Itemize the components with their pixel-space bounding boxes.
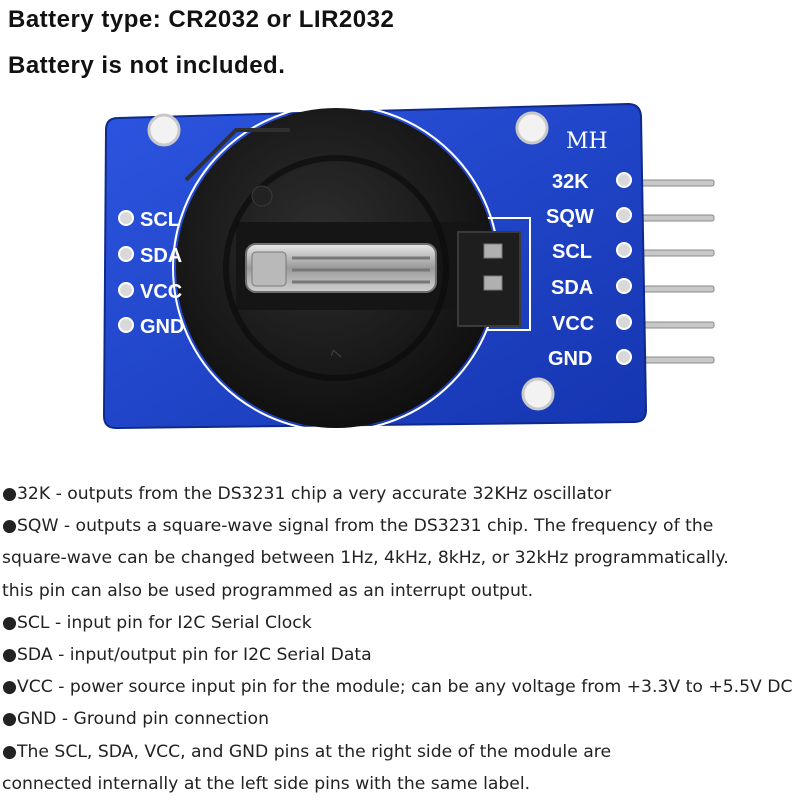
right-pin-label: SDA [551,277,593,299]
battery-note-heading: Battery is not included. [8,52,286,79]
left-pin-label: VCC [140,281,182,303]
description-line: ●GND - Ground pin connection [2,709,269,730]
description-line: ●VCC - power source input pin for the mo… [2,677,793,698]
battery-clip [245,243,503,293]
description-line: ●SDA - input/output pin for I2C Serial D… [2,644,372,665]
brand-label: MH [566,129,608,154]
description-line: ●32K - outputs from the DS3231 chip a ve… [2,484,612,504]
right-pin-label: VCC [552,313,594,335]
right-pin-label: GND [548,348,592,370]
right-pin-label: SCL [552,241,592,263]
left-pin-label: SDA [140,245,182,267]
right-pin-label: 32K [552,171,589,193]
description-line: ●SCL - input pin for I2C Serial Clock [2,612,312,633]
left-pin-label: SCL [140,209,180,231]
mounting-holes [147,111,555,411]
right-pin-row: 32K SQW SCL SDA VCC GND [546,171,632,370]
description-line: connected internally at the left side pi… [2,773,531,794]
left-pin-label: GND [140,316,184,338]
description-line: ●The SCL, SDA, VCC, and GND pins at the … [2,741,612,762]
description-line: square-wave can be changed between 1Hz, … [2,548,729,569]
battery-type-heading: Battery type: CR2032 or LIR2032 [8,6,395,33]
description-line: this pin can also be used programmed as … [2,580,534,601]
left-pin-row: SCL SDA VCC GND [118,209,184,338]
right-pin-label: SQW [546,206,594,228]
pin-description-list: ●32K - outputs from the DS3231 chip a ve… [2,478,800,800]
rtc-module-photo: 7 MH 32K SQW SCL SDA VCC GND SCL SDA VCC [102,102,715,432]
description-line: ●SQW - outputs a square-wave signal from… [2,516,714,537]
silkscreen-outline [472,217,531,331]
